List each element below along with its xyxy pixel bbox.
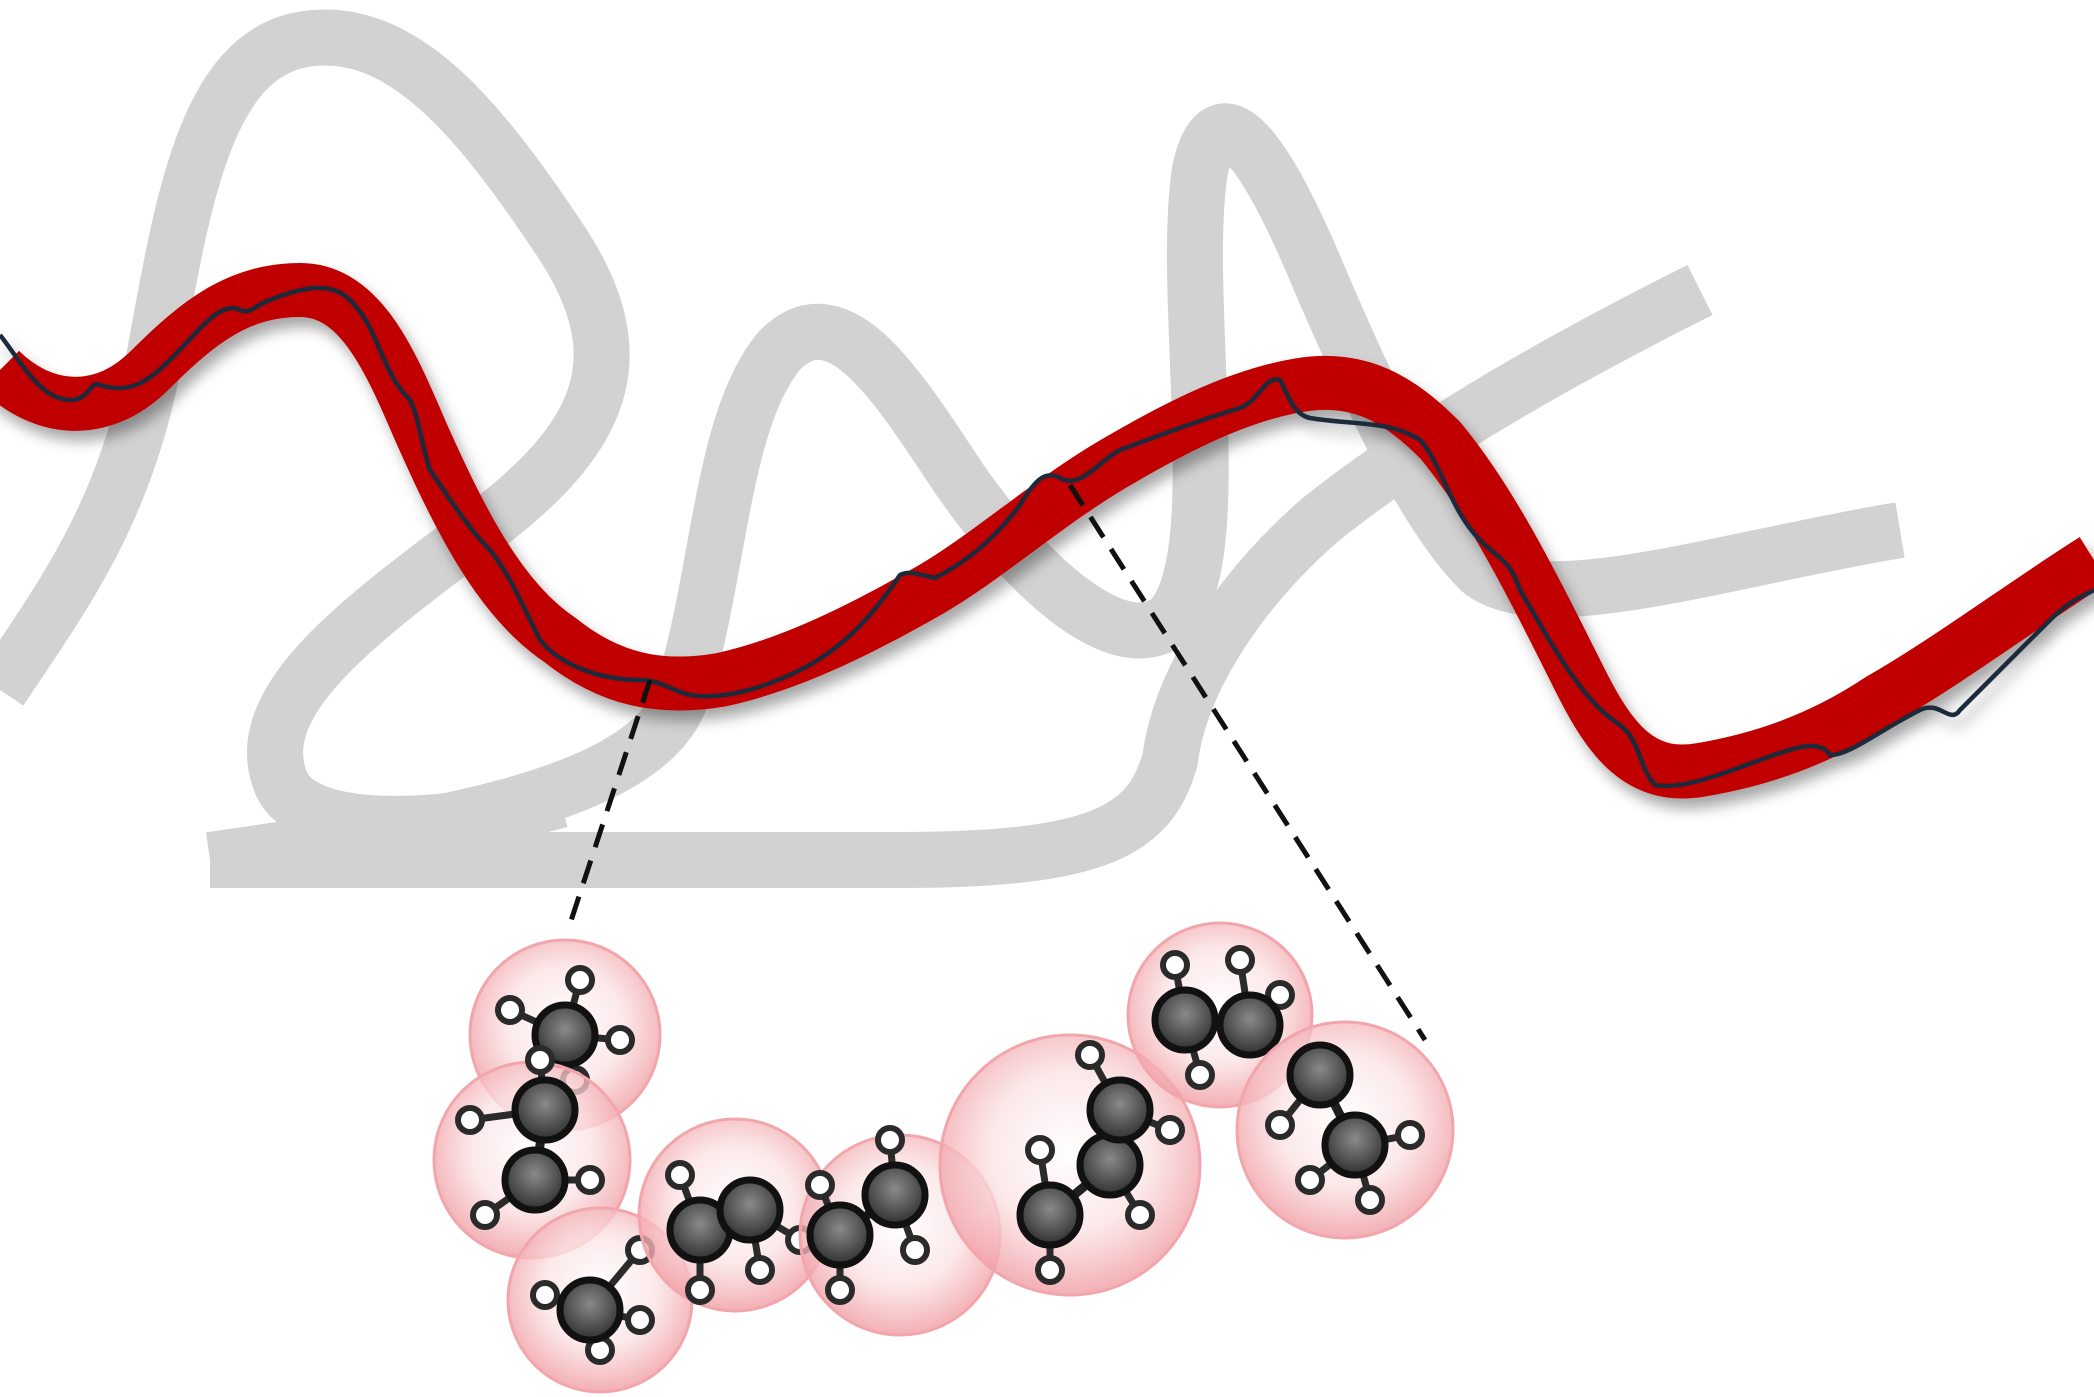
bead-4 xyxy=(637,1117,833,1313)
hydrogen-atom xyxy=(605,1025,635,1055)
carbon-atom xyxy=(1076,1131,1144,1199)
carbon-atom xyxy=(1086,1076,1154,1144)
hydrogen-atom xyxy=(875,1125,905,1155)
zoom-guide-left xyxy=(565,679,653,931)
zoom-guides xyxy=(565,483,1428,1042)
hydrogen-atom xyxy=(685,1275,715,1305)
hydrogen-atom xyxy=(565,965,595,995)
carbon-atom xyxy=(1286,1041,1354,1109)
carbon-atom xyxy=(511,1076,579,1144)
hydrogen-atom xyxy=(1225,945,1255,975)
carbon-atom xyxy=(1216,991,1284,1059)
hydrogen-atom xyxy=(1265,1110,1295,1140)
carbon-atom xyxy=(1151,986,1219,1054)
carbon-atom xyxy=(1321,1111,1389,1179)
bead-6 xyxy=(938,1033,1202,1297)
hydrogen-atom xyxy=(1295,1165,1325,1195)
hydrogen-atom xyxy=(1155,1115,1185,1145)
carbon-atom xyxy=(861,1161,929,1229)
bead-cluster xyxy=(432,921,1455,1394)
background-chain-middle xyxy=(206,103,1905,888)
hydrogen-atom xyxy=(825,1275,855,1305)
hydrogen-atom xyxy=(900,1235,930,1265)
hydrogen-atom xyxy=(575,1165,605,1195)
bead-7 xyxy=(1126,921,1314,1109)
hydrogen-atom xyxy=(1160,950,1190,980)
hydrogen-atom xyxy=(470,1200,500,1230)
hydrogen-atom xyxy=(525,1045,555,1075)
hydrogen-atom xyxy=(455,1105,485,1135)
hydrogen-atom xyxy=(745,1255,775,1285)
hydrogen-atom xyxy=(1025,1135,1055,1165)
bead-8 xyxy=(1235,1020,1455,1240)
hydrogen-atom xyxy=(1395,1120,1425,1150)
highlighted-polymer-chain xyxy=(0,263,2094,799)
background-chain-left xyxy=(0,9,630,852)
hydrogen-atom xyxy=(495,995,525,1025)
hydrogen-atom xyxy=(1125,1200,1155,1230)
hydrogen-atom xyxy=(530,1280,560,1310)
hydrogen-atom xyxy=(1035,1255,1065,1285)
hydrogen-atom xyxy=(1185,1060,1215,1090)
carbon-atom xyxy=(556,1276,624,1344)
hydrogen-atom xyxy=(625,1305,655,1335)
carbon-atom xyxy=(1016,1181,1084,1249)
highlighted-chain-tube xyxy=(0,263,2094,799)
hydrogen-atom xyxy=(1355,1185,1385,1215)
hydrogen-atom xyxy=(665,1160,695,1190)
carbon-atom xyxy=(716,1176,784,1244)
backbone-trace-line xyxy=(0,285,2094,789)
carbon-atom xyxy=(806,1201,874,1269)
hydrogen-atom xyxy=(1075,1040,1105,1070)
zoom-guide-right xyxy=(1067,483,1428,1042)
hydrogen-atom xyxy=(805,1170,835,1200)
carbon-atom xyxy=(501,1146,569,1214)
hydrogen-atom xyxy=(1265,980,1295,1010)
